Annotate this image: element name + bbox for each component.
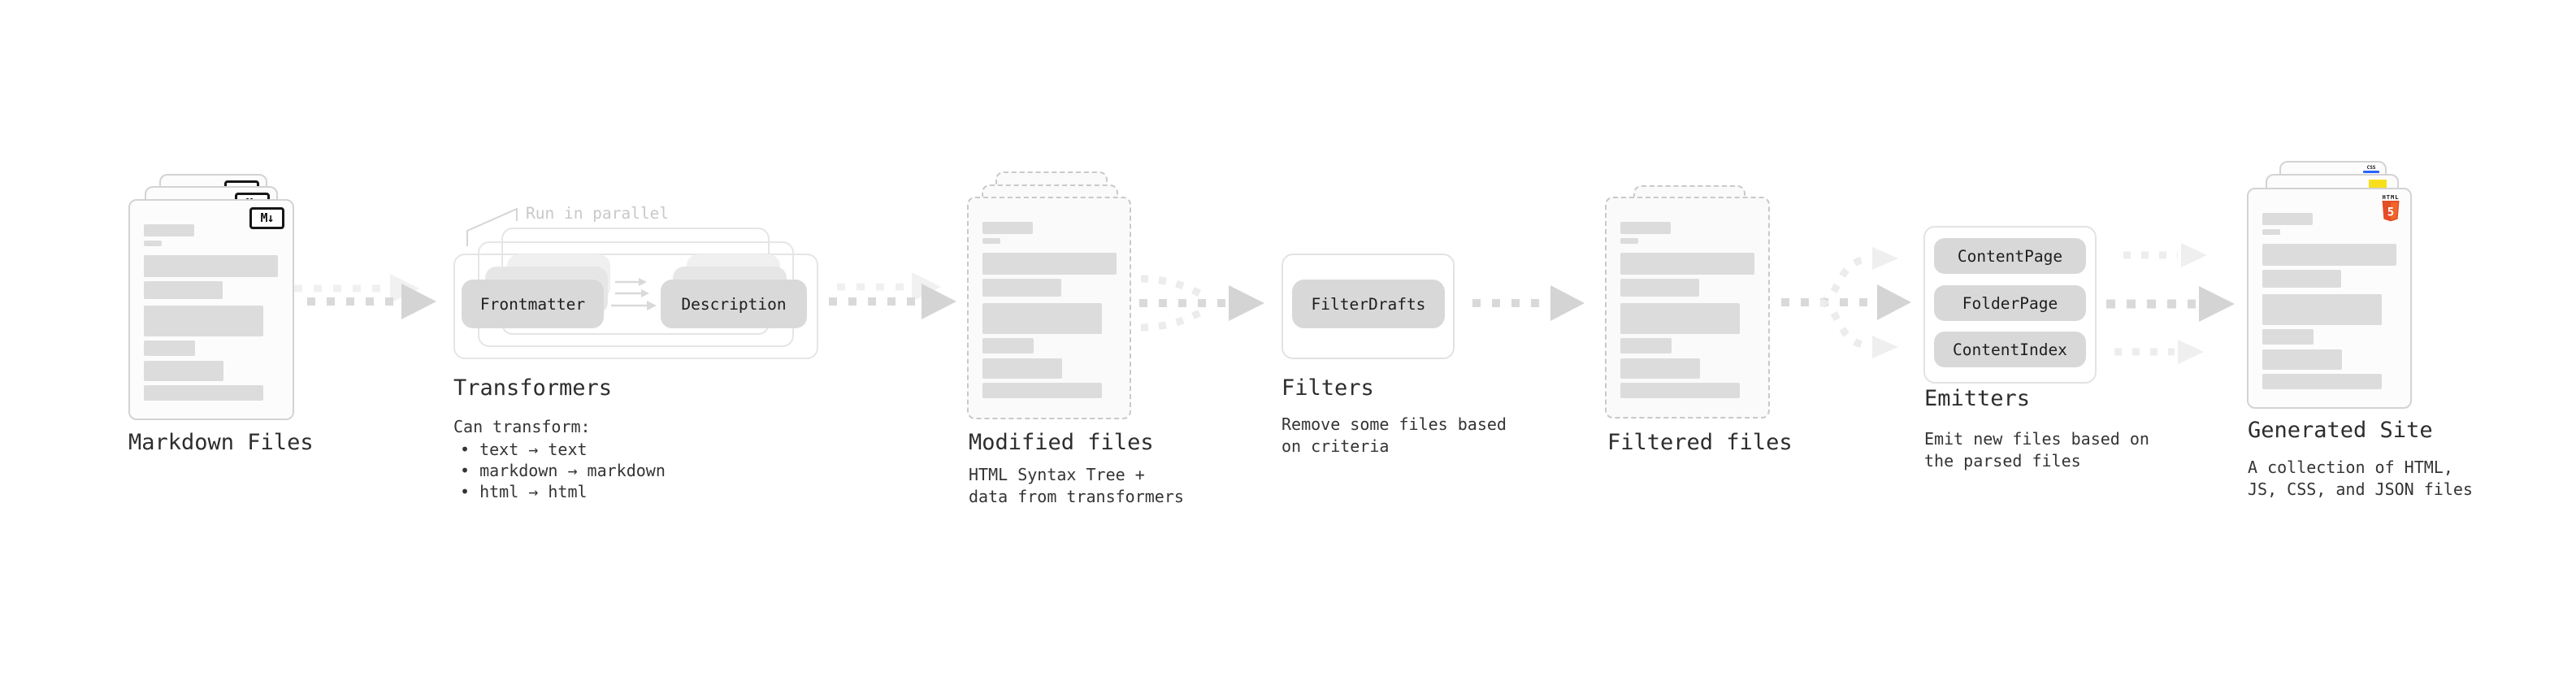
skeleton-bar: [2262, 270, 2341, 288]
markdown-icon: M↓: [249, 207, 284, 229]
generated-file-card-front: HTML 5: [2247, 188, 2412, 409]
skeleton-bar: [982, 338, 1034, 354]
description-pill: Description: [661, 280, 807, 328]
skeleton-bar: [2262, 374, 2382, 389]
arrow-markdown-to-transformers: [294, 274, 436, 319]
html5-shield: 5: [2382, 201, 2400, 222]
transformer-pill-arrows: [611, 278, 657, 310]
skeleton-bar: [1620, 238, 1638, 244]
stage-label-filtered-files: Filtered files: [1607, 430, 1793, 455]
skeleton-bar: [982, 279, 1061, 297]
arrow-transformers-to-modified: [829, 272, 956, 319]
document-skeleton: [982, 222, 1118, 410]
skeleton-bar: [982, 222, 1033, 234]
filtered-file-card-front: [1605, 197, 1770, 419]
transformers-bullet: • html → html: [460, 482, 588, 501]
css-icon-label: CSS: [2366, 165, 2376, 171]
stage-label-filters: Filters: [1281, 375, 1374, 401]
filter-drafts-pill: FilterDrafts: [1292, 280, 1445, 328]
skeleton-bar: [1620, 358, 1700, 379]
skeleton-bar: [2262, 329, 2314, 345]
skeleton-bar: [144, 306, 263, 336]
generated-site-desc: A collection of HTML, JS, CSS, and JSON …: [2248, 458, 2473, 499]
filters-desc: Remove some files based on criteria: [1281, 414, 1507, 456]
stage-label-modified-files: Modified files: [969, 430, 1154, 455]
skeleton-bar: [144, 385, 263, 401]
arrow-modified-to-filters: [1139, 275, 1264, 332]
stage-label-markdown-files: Markdown Files: [128, 430, 314, 455]
content-page-pill: ContentPage: [1934, 238, 2086, 274]
skeleton-bar: [1620, 222, 1671, 234]
html5-icon: HTML 5: [2380, 194, 2401, 225]
skeleton-bar: [1620, 253, 1754, 275]
css-icon-underline: [2363, 171, 2379, 173]
skeleton-bar: [982, 238, 1000, 244]
skeleton-bar: [2262, 244, 2396, 266]
skeleton-bar: [1620, 303, 1740, 334]
skeleton-bar: [982, 358, 1062, 379]
javascript-icon: [2369, 180, 2387, 189]
html5-icon-word: HTML: [2382, 194, 2400, 201]
content-index-pill: ContentIndex: [1934, 332, 2086, 367]
transformer-container-front: [453, 254, 818, 359]
run-in-parallel-note: Run in parallel: [526, 204, 670, 223]
skeleton-bar: [144, 255, 278, 277]
skeleton-bar: [144, 281, 223, 299]
folder-page-pill: FolderPage: [1934, 285, 2086, 321]
skeleton-bar: [144, 361, 223, 381]
skeleton-bar: [144, 340, 195, 356]
skeleton-bar: [1620, 383, 1740, 398]
emitters-desc: Emit new files based on the parsed files: [1924, 429, 2149, 471]
skeleton-bar: [144, 224, 194, 236]
modified-file-card-front: [967, 197, 1131, 419]
skeleton-bar: [144, 241, 162, 246]
skeleton-bar: [982, 383, 1102, 398]
skeleton-bar: [1620, 279, 1699, 297]
document-skeleton: [1620, 222, 1757, 409]
skeleton-bar: [1620, 338, 1672, 354]
html5-icon-number: 5: [2387, 206, 2394, 219]
transformers-bullet: • text → text: [460, 440, 588, 459]
markdown-file-card-front: M↓: [128, 199, 294, 420]
skeleton-bar: [2262, 213, 2313, 225]
frontmatter-pill: Frontmatter: [462, 280, 604, 328]
document-skeleton: [144, 224, 281, 410]
arrow-emitters-to-generated: [2106, 243, 2235, 364]
skeleton-bar: [982, 303, 1102, 334]
modified-files-desc: HTML Syntax Tree + data from transformer…: [969, 465, 1184, 506]
stage-label-transformers: Transformers: [453, 375, 613, 401]
stage-label-emitters: Emitters: [1924, 386, 2031, 411]
css-icon: CSS: [2363, 166, 2379, 173]
skeleton-bar: [2262, 294, 2382, 325]
skeleton-bar: [2262, 349, 2342, 370]
document-skeleton: [2262, 213, 2399, 399]
skeleton-bar: [982, 253, 1117, 275]
arrow-filters-to-filtered: [1472, 285, 1585, 321]
run-in-parallel-callout-line: [466, 207, 518, 246]
transformers-desc-title: Can transform:: [453, 417, 591, 436]
transformers-bullet: • markdown → markdown: [460, 461, 666, 480]
arrow-filtered-to-emitters: [1781, 247, 1911, 358]
skeleton-bar: [2262, 229, 2280, 235]
stage-label-generated-site: Generated Site: [2248, 418, 2433, 443]
